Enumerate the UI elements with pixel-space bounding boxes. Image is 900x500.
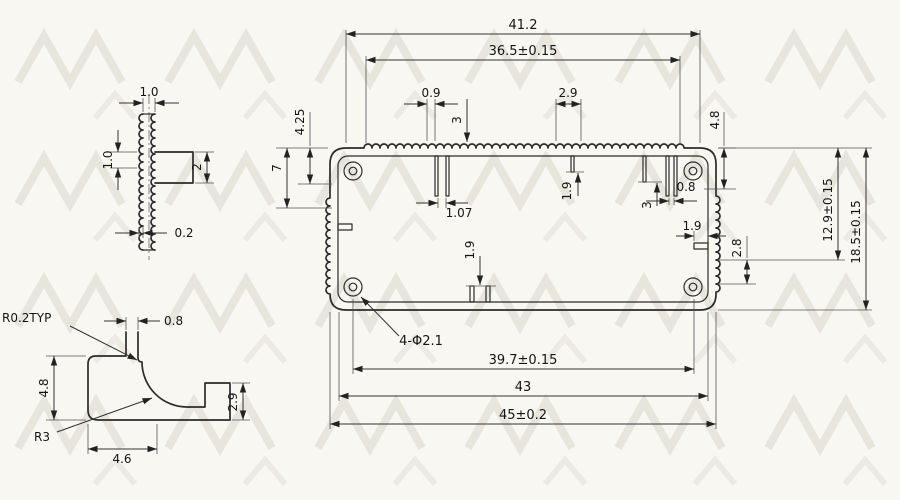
dim-serr-tooth-pitch-label: 1.0 [101, 150, 115, 169]
dim-corner-height: 4.8 [37, 355, 86, 421]
dim-bottom-hole-span-label: 39.7±0.15 [489, 353, 558, 368]
dim-serr-tooth-pitch: 1.0 [101, 130, 137, 190]
callout-holes-label: 4-Φ2.1 [399, 334, 443, 349]
dim-serr-tooth-height-label: 2 [190, 163, 204, 171]
dim-right-rib-depth: 3 [638, 181, 662, 209]
dim-corner-tab-width: 0.8 [104, 314, 183, 330]
dim-rail-height: 1.9 [463, 240, 496, 287]
dim-right-rail-length: 1.9 [676, 219, 726, 241]
dim-right-bottom-step-label: 2.8 [730, 238, 744, 257]
dim-top-width-label: 41.2 [509, 18, 538, 33]
main-outline [325, 143, 721, 311]
callout-boss-radius: R3 [34, 397, 153, 444]
dim-corner-tab-width-label: 0.8 [164, 314, 183, 328]
dim-top-inner-width: 36.5±0.15 [365, 44, 681, 143]
dim-tooth-width: 0.9 [404, 86, 458, 141]
dim-right-rib-depth-label: 3 [640, 201, 654, 209]
dim-tooth-group-width: 2.9 [555, 86, 582, 141]
serr-wave-left [138, 113, 144, 251]
dim-bottom-mid-width: 43 [338, 312, 709, 401]
callout-corner-radius-label: R0.2TYP [2, 311, 51, 325]
dim-left-depth: 7 [270, 148, 332, 209]
dim-serr-wall-thickness-label: 1.0 [139, 85, 158, 99]
dim-corner-lip-height: 2.9 [226, 382, 250, 421]
dim-left-step-label: 4.25 [293, 109, 307, 136]
screw-boss-top-right [683, 161, 703, 181]
dim-bottom-overall-width-label: 45±0.2 [499, 408, 547, 423]
dim-serr-tooth-depth: 0.2 [115, 226, 194, 240]
dim-tooth-width-label: 0.9 [421, 86, 440, 100]
dim-left-depth-label: 7 [270, 164, 284, 172]
dim-serr-tooth-height: 2 [190, 151, 214, 184]
corner-inner-profile [137, 331, 231, 421]
dim-left-step: 4.25 [276, 109, 332, 185]
serr-wave-right [150, 113, 156, 251]
dim-tooth-pitch-label: 3 [450, 116, 464, 124]
dim-corner-width: 4.6 [87, 424, 158, 466]
dim-right-bottom-step: 2.8 [718, 236, 756, 285]
dim-serr-tooth-depth-label: 0.2 [174, 226, 193, 240]
dim-height-overall-label: 18.5±0.15 [849, 200, 863, 264]
dim-corner-lip-height-label: 2.9 [226, 392, 240, 411]
screw-boss-top-left [343, 161, 363, 181]
callout-holes: 4-Φ2.1 [360, 296, 443, 349]
dim-height-inner-label: 12.9±0.15 [821, 178, 835, 242]
dim-top-inner-width-label: 36.5±0.15 [489, 44, 558, 59]
dim-right-step: 4.8 [704, 110, 736, 190]
dim-height-overall: 18.5±0.15 [718, 148, 872, 311]
dim-rib-gap-label: 0.8 [676, 180, 695, 194]
dim-center-rib-depth: 1.9 [560, 171, 584, 201]
dim-slot-width-label: 1.07 [446, 206, 473, 220]
dim-bottom-mid-width-label: 43 [515, 380, 532, 395]
serr-tooth [154, 151, 194, 184]
dim-serr-wall-thickness: 1.0 [119, 85, 179, 112]
callout-boss-radius-label: R3 [34, 430, 50, 444]
dim-center-rib-depth-label: 1.9 [560, 181, 574, 200]
dim-slot-width: 1.07 [416, 198, 472, 220]
dim-rib-gap: 0.8 [646, 180, 697, 205]
view-corner-detail: 0.8 4.8 4.6 2.9 R0.2TYP R3 [2, 311, 250, 466]
view-serration-detail: 1.0 1.0 2 0.2 [101, 85, 214, 260]
dim-corner-height-label: 4.8 [37, 378, 51, 397]
screw-boss-bottom-left [343, 277, 363, 297]
dim-top-width: 41.2 [345, 18, 701, 143]
dim-bottom-hole-span: 39.7±0.15 [352, 299, 695, 374]
dim-height-inner: 12.9±0.15 [718, 147, 872, 261]
dim-right-step-label: 4.8 [708, 110, 722, 129]
dim-bottom-overall-width: 45±0.2 [329, 312, 717, 429]
dim-right-rail-length-label: 1.9 [682, 219, 701, 233]
screw-boss-bottom-right [683, 277, 703, 297]
dim-tooth-group-width-label: 2.9 [558, 86, 577, 100]
view-main-section: 41.2 36.5±0.15 0.9 2.9 3 [270, 18, 872, 429]
dim-corner-width-label: 4.6 [112, 452, 131, 466]
dim-tooth-pitch: 3 [450, 99, 471, 142]
callout-corner-radius: R0.2TYP [2, 311, 138, 361]
dim-rail-height-label: 1.9 [463, 240, 477, 259]
